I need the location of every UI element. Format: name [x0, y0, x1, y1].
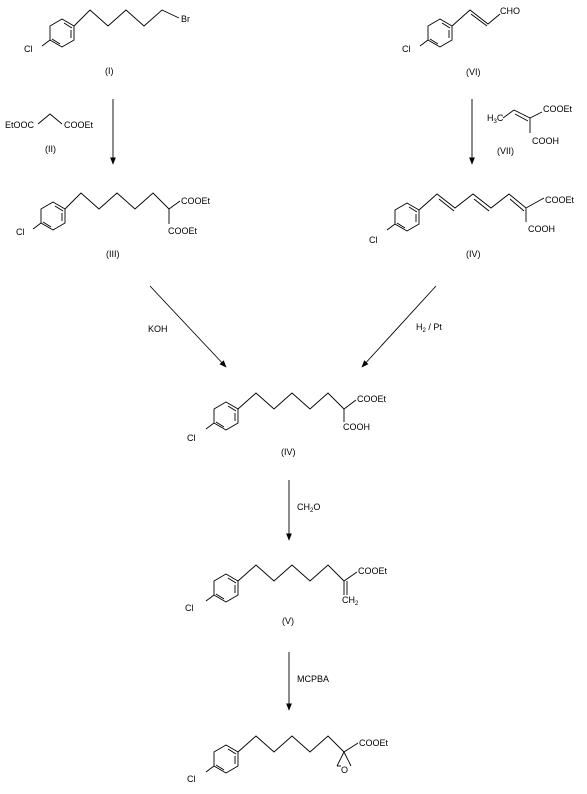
- aldehyde-label: CHO: [500, 6, 520, 16]
- chlorine-label: Cl: [24, 44, 33, 54]
- cooet-label: COOEt: [359, 738, 389, 748]
- cooet-label: COOEt: [545, 195, 575, 205]
- compound-V-label: (V): [282, 616, 294, 626]
- compound-I-label: (I): [105, 66, 114, 76]
- chlorine-label: Cl: [185, 603, 194, 613]
- chlorine-label: Cl: [16, 227, 25, 237]
- cooh-label: COOH: [528, 224, 555, 234]
- chlorine-label: Cl: [369, 235, 378, 245]
- cooet-label: COOEt: [168, 226, 198, 236]
- reagent-koh: KOH: [148, 324, 168, 334]
- compound-II-label: (II): [45, 144, 56, 154]
- compound-III-label: (III): [106, 249, 120, 259]
- compound-VII-label: (VII): [497, 146, 514, 156]
- compound-IV-label: (IV): [281, 447, 296, 457]
- chlorine-label: Cl: [402, 44, 411, 54]
- compound-V: Cl COOEt CH2 (V): [185, 564, 388, 626]
- compound-IV-label: (IV): [466, 249, 481, 259]
- cooh-label: COOH: [532, 136, 559, 146]
- bromine-label: Br: [181, 14, 190, 24]
- compound-II: EtOOC COOEt (II): [5, 113, 94, 154]
- reagent-ch2o: CH2O: [297, 502, 320, 514]
- oxygen-label: O: [341, 765, 348, 775]
- cooet-label: COOEt: [543, 104, 573, 114]
- chlorine-label: Cl: [187, 774, 196, 784]
- cooet-label: COOEt: [64, 120, 94, 130]
- cooet-label: COOEt: [181, 196, 211, 206]
- compound-I: Cl Br (I): [24, 9, 190, 76]
- cooet-label: COOEt: [357, 394, 387, 404]
- compound-VI-label: (VI): [466, 67, 481, 77]
- compound-III: Cl COOEt COOEt (III): [16, 192, 211, 259]
- compound-VI: Cl CHO (VI): [402, 6, 520, 77]
- arrow-IVdiene-to-IV: [361, 285, 437, 368]
- methylene-label: CH2: [342, 595, 359, 607]
- etooc-label: EtOOC: [5, 120, 35, 130]
- arrow-III-to-IV: [149, 285, 227, 368]
- reagent-h2-pt: H2 / Pt: [416, 322, 442, 334]
- compound-epoxide: Cl COOEt O: [187, 735, 389, 784]
- reagent-mcpba: MCPBA: [297, 674, 329, 684]
- compound-IV-diene: Cl COOEt COOH (IV): [369, 193, 575, 259]
- chlorine-label: Cl: [187, 433, 196, 443]
- compound-IV: Cl COOEt COOH (IV): [187, 392, 387, 457]
- compound-VII: H3C COOEt COOH (VII): [487, 104, 573, 156]
- cooh-label: COOH: [343, 422, 370, 432]
- cooet-label: COOEt: [358, 566, 388, 576]
- methyl-h-label: H3C: [487, 113, 504, 125]
